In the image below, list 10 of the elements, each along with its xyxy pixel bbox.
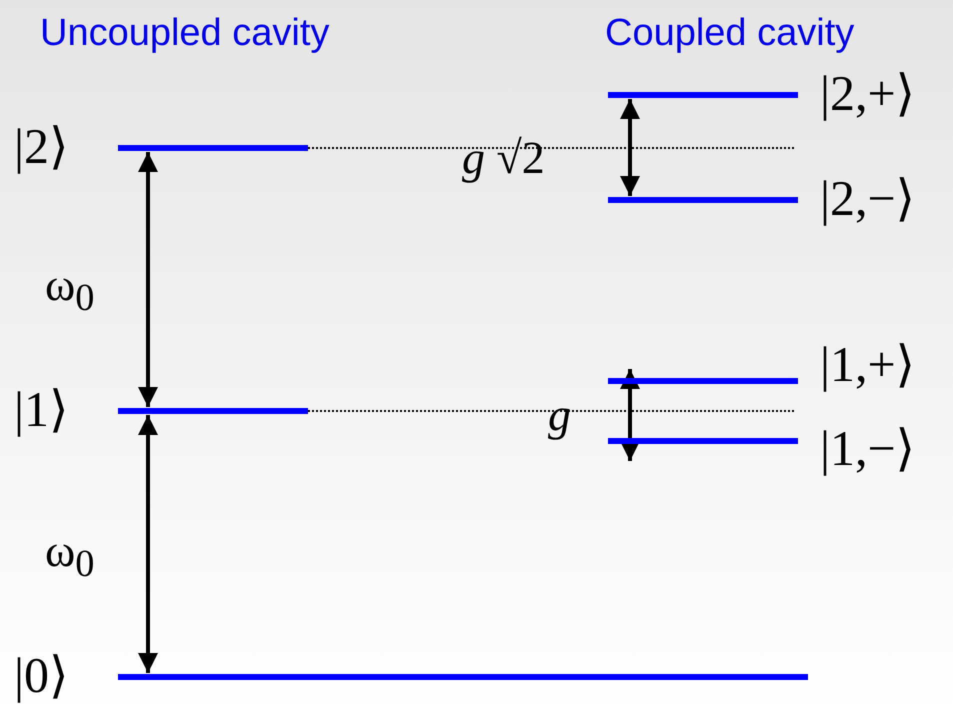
double-arrow [620,99,640,196]
coupling-label: g √2 [462,135,545,181]
frequency-label: ω$_{0}$ [45,528,94,584]
heading: Uncoupled cavity [40,14,330,52]
heading: Coupled cavity [605,14,854,52]
coupling-label: g [548,392,571,438]
double-arrow [138,152,158,407]
frequency-label: ω$_{0}$ [45,262,94,318]
double-arrow [620,369,640,461]
double-arrow [138,415,158,673]
